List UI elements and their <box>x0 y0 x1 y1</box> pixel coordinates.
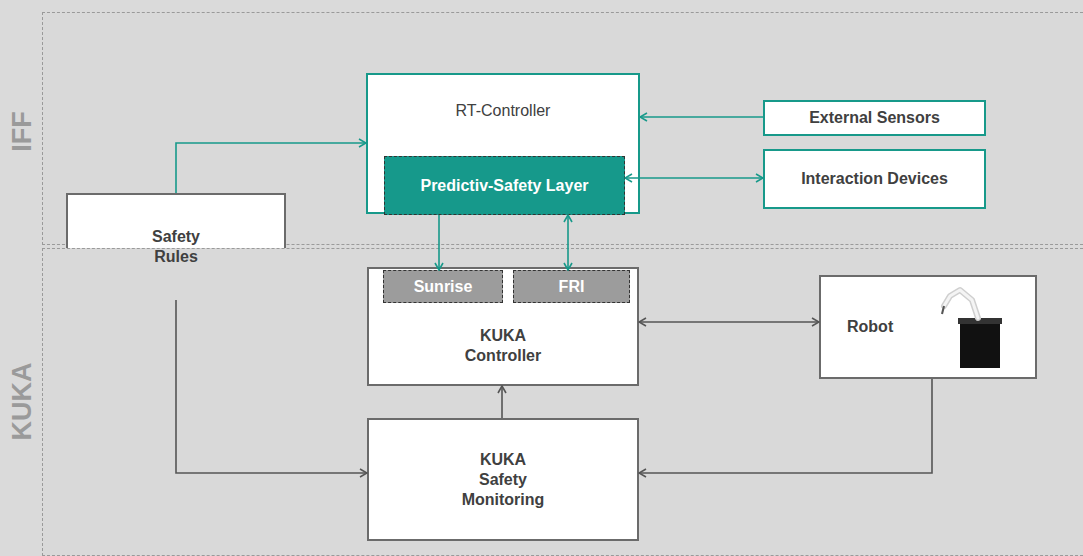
box-label: Safety Rules <box>152 227 200 267</box>
robot-arm-highlight <box>944 290 978 318</box>
region-label: KUKA <box>7 362 38 440</box>
controller-box: KUKA Controller Sunrise FRI <box>367 267 639 386</box>
controller-box: RT-ControllerPredictiv-Safety Layer <box>366 73 640 214</box>
connector-arrow <box>640 116 763 118</box>
layer-box: Predictiv-Safety Layer <box>384 156 625 215</box>
box-label: Predictiv-Safety Layer <box>420 176 588 196</box>
interface-box: Sunrise <box>383 270 503 303</box>
robot-arm <box>944 290 978 318</box>
connector-arrow <box>625 177 763 179</box>
connector-arrow <box>438 215 440 270</box>
device-box: Interaction Devices <box>763 149 986 209</box>
connector-arrow <box>639 321 819 323</box>
connector-arrow <box>501 386 503 418</box>
box-label: FRI <box>559 277 585 297</box>
box-label: Robot <box>847 317 893 337</box>
box-label: KUKA Safety Monitoring <box>462 450 545 510</box>
device-box: External Sensors <box>763 100 986 136</box>
box-label: Sunrise <box>414 277 473 297</box>
region-band: KUKAKUKA ControllerSunriseFRIRobotKUKA S… <box>42 248 1083 556</box>
robot-box: Robot <box>819 275 1037 379</box>
connector-arrow <box>176 143 366 193</box>
robot-base <box>960 322 1000 368</box>
box-label: RT-Controller <box>456 101 551 121</box>
connector-arrow <box>567 215 569 270</box>
box-label: KUKA Controller <box>465 326 541 366</box>
connector-arrow <box>176 300 367 473</box>
box-label: External Sensors <box>809 108 940 128</box>
box-label: Interaction Devices <box>801 169 948 189</box>
interface-box: FRI <box>513 270 630 303</box>
robot-tool <box>942 306 944 314</box>
monitoring-box: KUKA Safety Monitoring <box>367 418 639 541</box>
region-label: IFF <box>6 111 37 152</box>
connector-arrow <box>639 379 932 473</box>
